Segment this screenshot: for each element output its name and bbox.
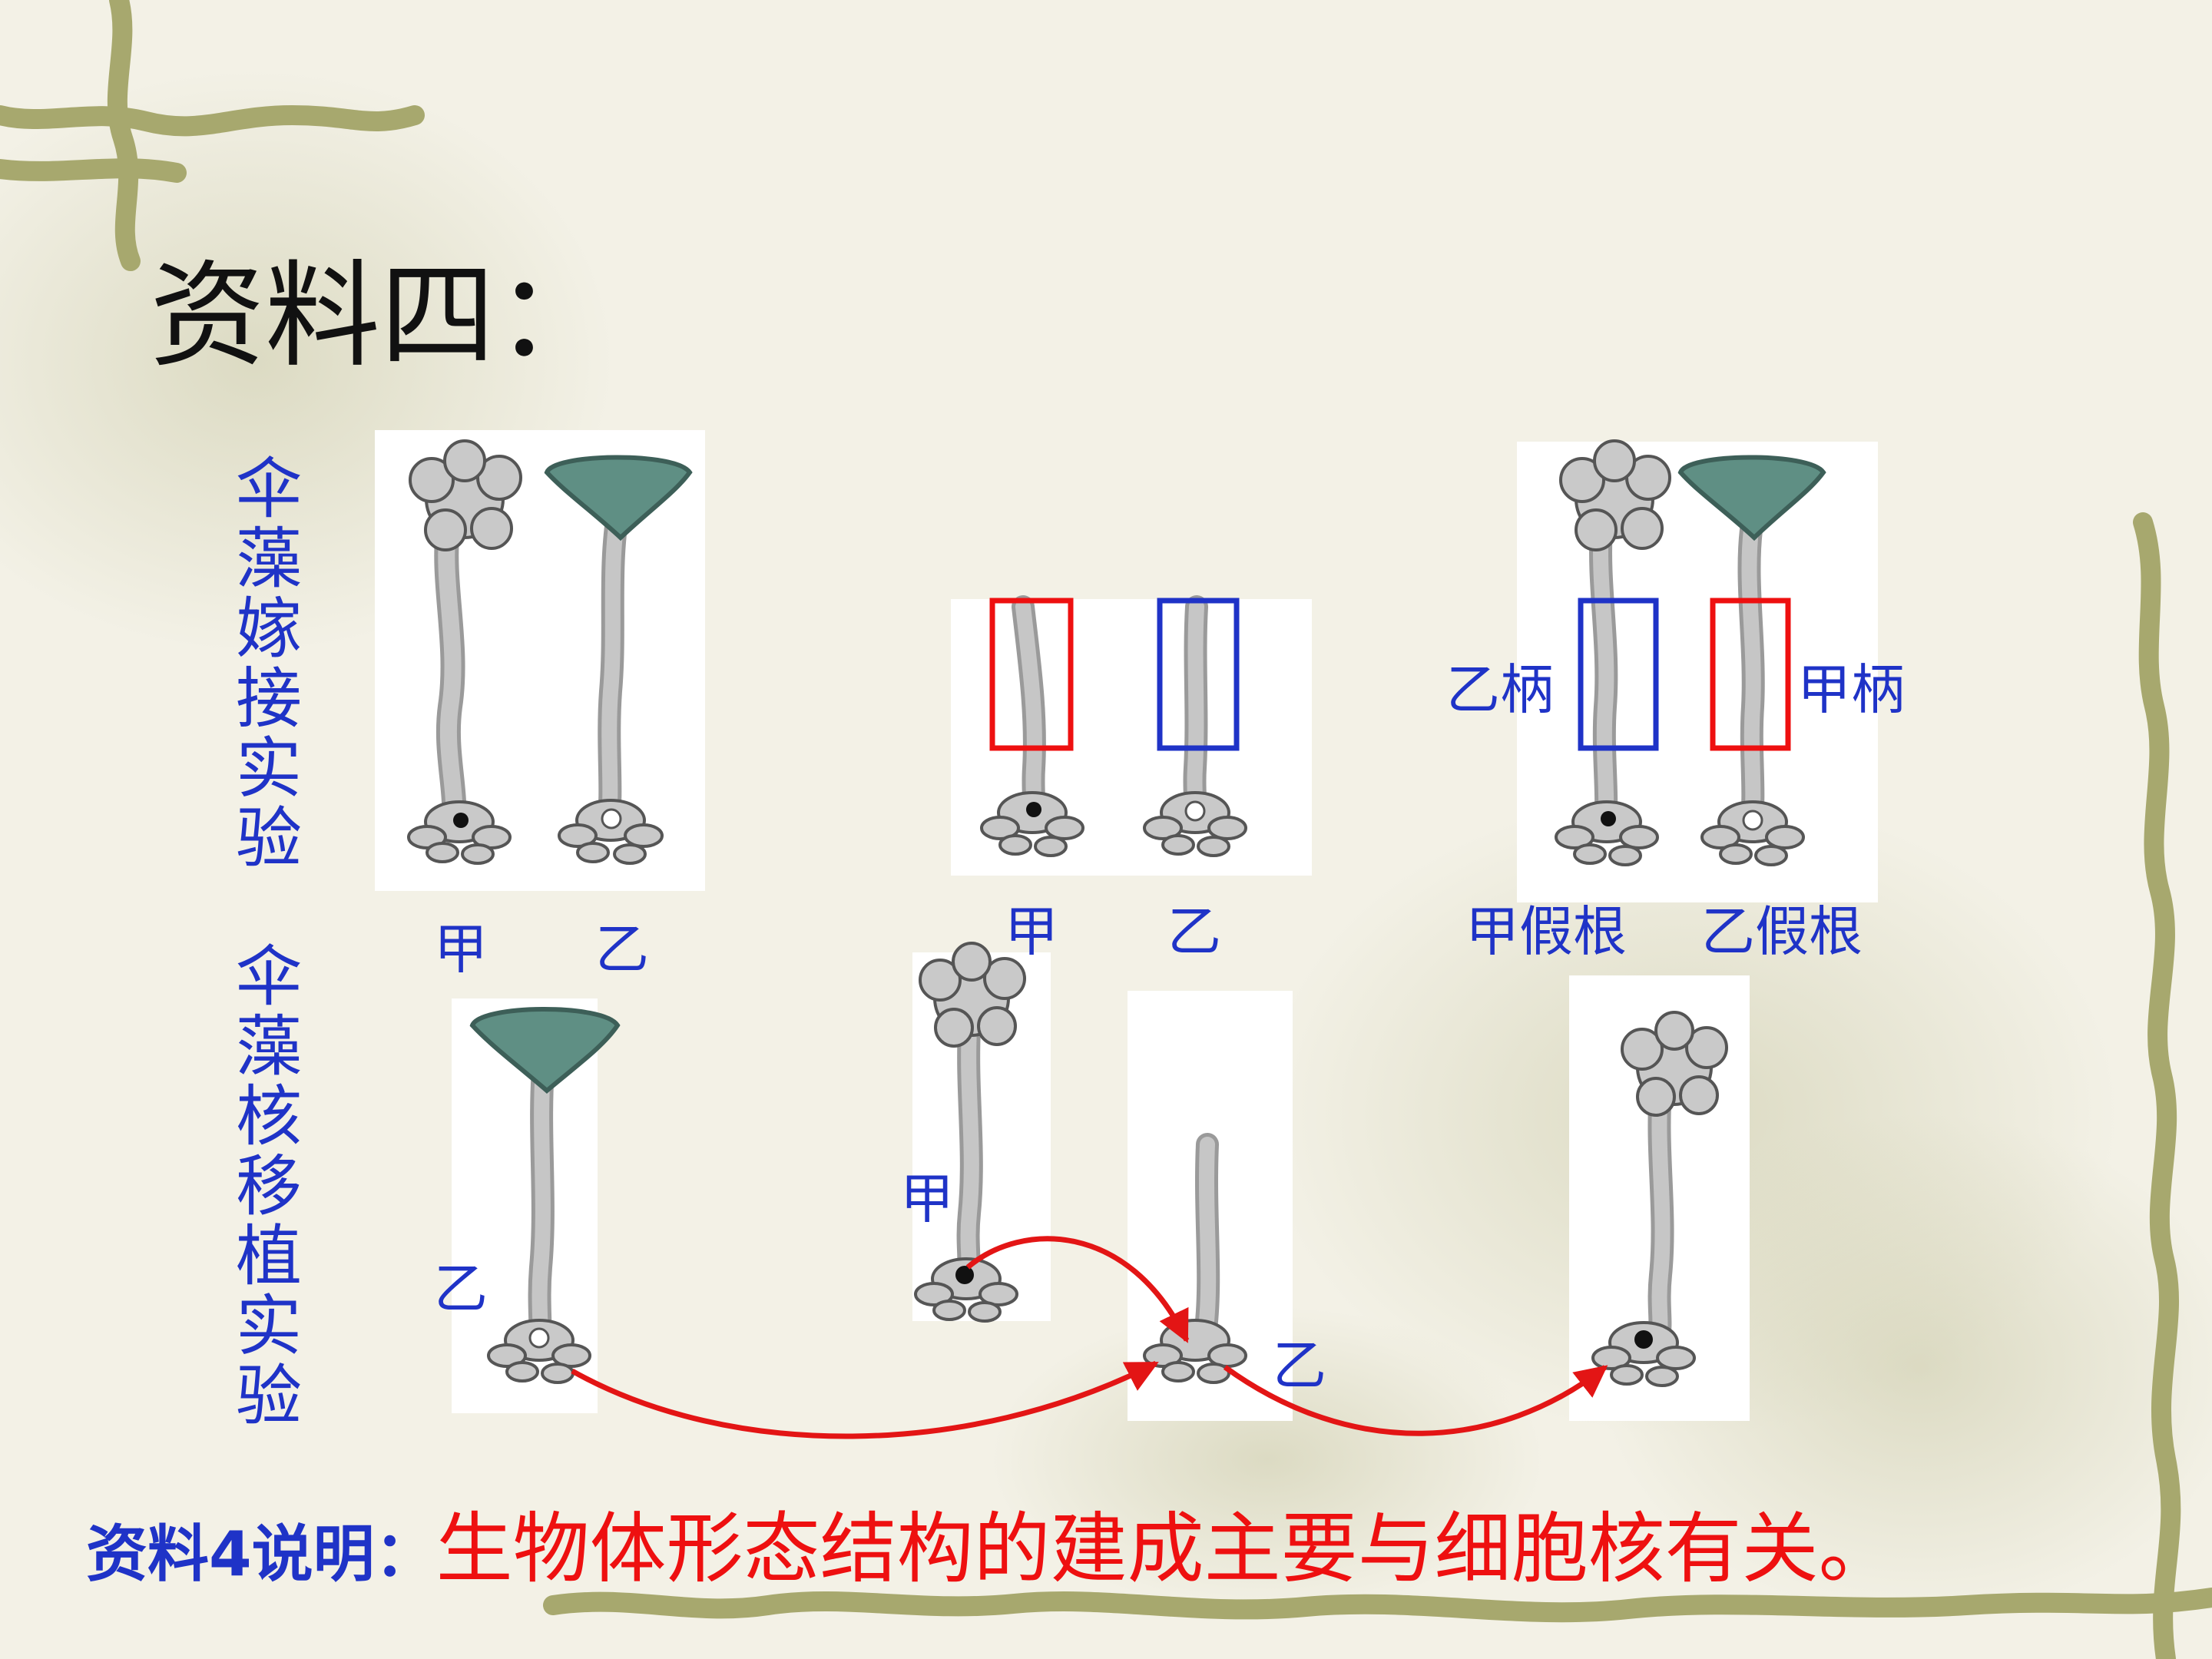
- alga-yi-donor: [469, 1007, 621, 1384]
- cut-stalk-box-blue: [1157, 598, 1240, 751]
- caption-statement: 生物体形态结构的建成主要与细胞核有关。: [435, 1504, 1896, 1594]
- arrow-nucleus-transfer: [965, 1236, 1190, 1343]
- label-jia-rhizoid: 甲假根: [1465, 900, 1627, 963]
- conclusion-caption: 资料4说明：生物体形态结构的建成主要与细胞核有关。: [86, 1486, 1896, 1598]
- alga-yi-cut: [1143, 595, 1247, 857]
- slide-title: 资料四：: [150, 250, 611, 383]
- label-yi-stalk: 乙柄: [1446, 658, 1554, 721]
- alga-jia-cut: [980, 595, 1084, 857]
- label-jia-nucleus: 甲: [900, 1167, 954, 1230]
- label-jia-cut: 甲: [1005, 900, 1058, 963]
- alga-regenerated-result: [1591, 1011, 1728, 1387]
- alga-grafted-yi-rhizoid: [1677, 455, 1826, 866]
- label-yi-cut: 乙: [1167, 900, 1221, 963]
- graft-stalk-box-blue: [1578, 598, 1659, 751]
- vine-bottom-decoration: [543, 1588, 2212, 1623]
- vine-top-left-decoration: [0, 0, 425, 271]
- graft-stalk-box-red: [1710, 598, 1791, 751]
- vine-right-decoration: [2133, 512, 2181, 1659]
- label-jia-intact: 甲: [434, 918, 488, 981]
- cut-stalk-box-red: [989, 598, 1074, 751]
- transplant-arrows: [571, 1236, 1608, 1439]
- alga-jia-intact: [407, 439, 522, 865]
- alga-yi-enucleated-rhizoid: [1143, 1133, 1247, 1384]
- arrow-donor-to-recipient: [571, 1360, 1159, 1439]
- alga-grafted-jia-rhizoid: [1555, 439, 1671, 866]
- alga-yi-intact: [544, 455, 693, 865]
- graft-experiment-label: 伞藻嫁接实验: [236, 451, 302, 877]
- label-jia-stalk: 甲柄: [1797, 658, 1905, 721]
- arrow-recipient-to-result: [1223, 1365, 1608, 1436]
- label-yi-intact: 乙: [595, 918, 649, 981]
- caption-prefix: 资料4说明：: [86, 1518, 436, 1590]
- label-yi-rhizoid: 乙假根: [1701, 900, 1863, 963]
- alga-jia-nucleus-donor: [914, 942, 1026, 1323]
- label-yi-donor: 乙: [434, 1257, 488, 1320]
- label-yi-recipient: 乙: [1273, 1334, 1326, 1397]
- nuclear-transplant-label: 伞藻核移植实验: [236, 939, 302, 1435]
